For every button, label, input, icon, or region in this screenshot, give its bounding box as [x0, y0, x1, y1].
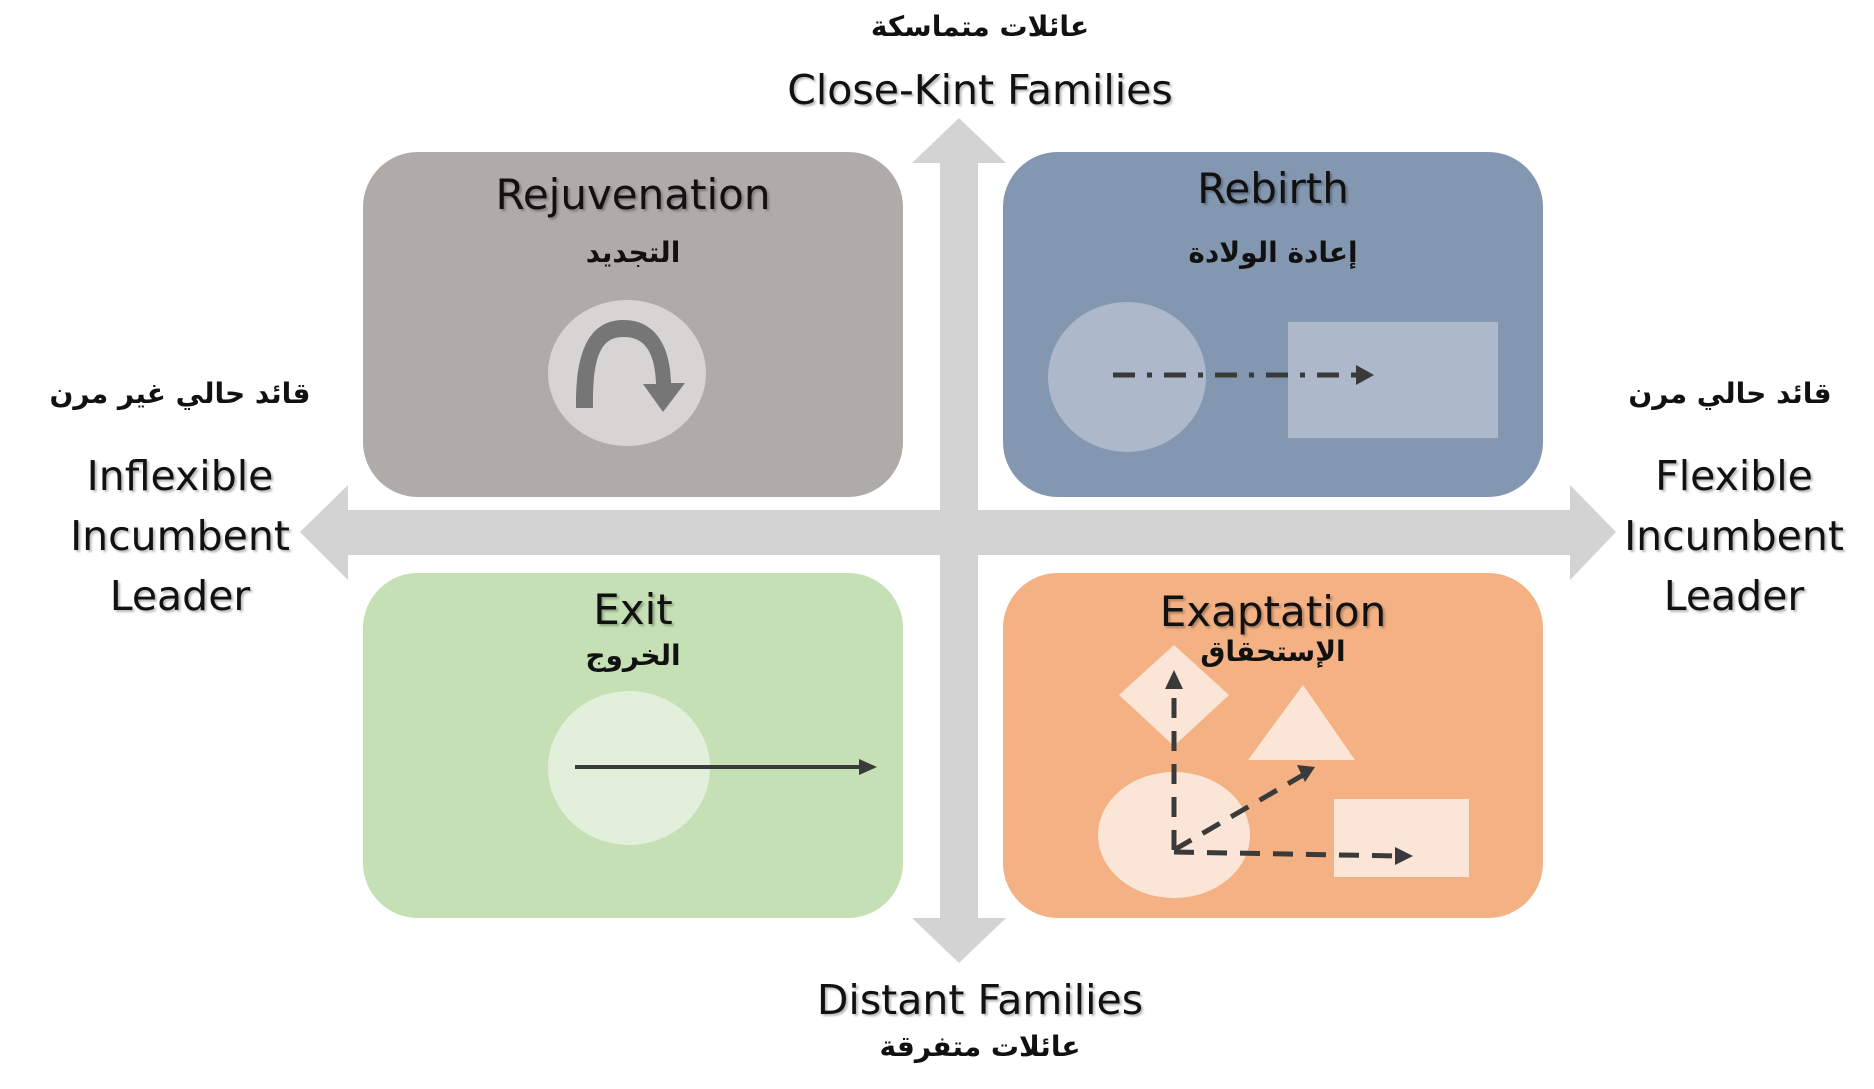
horizontal-axis-arrow — [300, 485, 1616, 580]
circle-to-rectangle-dashdot-arrow-icon — [1048, 302, 1498, 452]
quadrant-rebirth-title: Rebirth — [1197, 164, 1349, 213]
right-axis-line-2: Incumbent — [1624, 512, 1844, 560]
right-axis-line-3: Leader — [1663, 572, 1805, 620]
bottom-axis-english-label: Distant Families — [816, 976, 1144, 1024]
quadrant-exit-arabic: الخروج — [585, 639, 681, 672]
quadrant-exaptation: Exaptation الإستحقاق — [1003, 573, 1543, 918]
quadrant-exit: Exit الخروج — [363, 573, 903, 918]
bottom-axis-arabic-label: عائلات متفرقة — [879, 1030, 1081, 1063]
circle-exit-arrow-icon — [548, 691, 877, 845]
quadrant-rejuvenation: Rejuvenation التجديد — [363, 152, 903, 497]
left-axis-line-3: Leader — [109, 572, 251, 620]
quadrant-rebirth: Rebirth إعادة الولادة — [1003, 152, 1543, 497]
left-axis-line-1: Inflexible — [86, 452, 274, 500]
top-axis-english-label: Close-Kint Families — [787, 66, 1173, 114]
curved-arrow-icon — [548, 300, 706, 446]
quadrant-rebirth-arabic: إعادة الولادة — [1188, 236, 1358, 269]
left-axis-arabic-label: قائد حالي غير مرن — [49, 377, 311, 410]
quadrant-exaptation-title: Exaptation — [1159, 587, 1387, 636]
left-axis-line-2: Incumbent — [70, 512, 290, 560]
top-axis-arabic-label: عائلات متماسكة — [870, 10, 1090, 43]
left-axis-english-label: Inflexible Incumbent Leader — [40, 446, 320, 626]
right-axis-english-label: Flexible Incumbent Leader — [1594, 446, 1874, 626]
quadrant-rejuvenation-arabic: التجديد — [585, 236, 681, 269]
right-axis-arabic-label: قائد حالي مرن — [1628, 377, 1832, 410]
circle-to-multiple-shapes-dashed-arrows-icon — [1098, 645, 1469, 898]
quadrant-exaptation-arabic: الإستحقاق — [1200, 635, 1346, 668]
right-axis-line-1: Flexible — [1655, 452, 1813, 500]
quadrant-exit-title: Exit — [593, 585, 673, 634]
quadrant-rejuvenation-title: Rejuvenation — [495, 170, 771, 219]
